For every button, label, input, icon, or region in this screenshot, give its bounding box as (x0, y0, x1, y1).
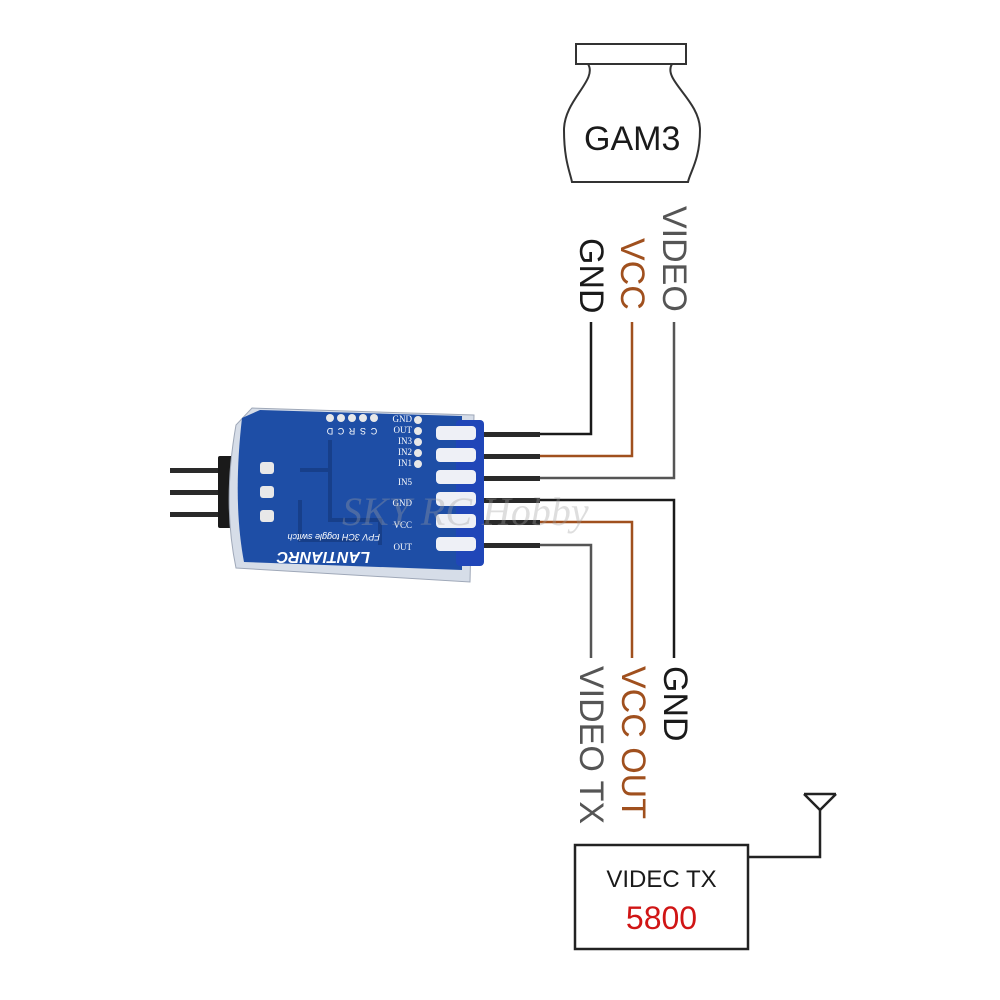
top-label-0: D (326, 426, 333, 436)
antenna-lead (748, 810, 822, 859)
pin-label-3: IN2 (398, 447, 412, 457)
antenna-icon (803, 792, 837, 811)
pin-label-1: OUT (394, 425, 413, 435)
pin-label-4: IN1 (398, 458, 412, 468)
camera-label: GAM3 (584, 120, 681, 158)
camera-outline (562, 43, 702, 183)
top-label-1: C (337, 426, 344, 436)
wire-tx-gnd (540, 498, 676, 658)
cam-gnd-label: GND (572, 238, 610, 314)
tx-frequency: 5800 (625, 900, 698, 936)
top-label-2: R (348, 426, 355, 436)
board-brand: LANTIANRC (276, 548, 370, 565)
top-label-4: C (370, 426, 377, 436)
pin-label-8: OUT (394, 542, 413, 552)
tx-vcc-out-label: VCC OUT (614, 666, 652, 819)
board-subtitle: FPV 3CH toggle switch (287, 532, 380, 542)
pin-label-5: IN5 (398, 477, 412, 487)
cam-vcc-label: VCC (613, 238, 651, 310)
pin-label-6: GND (393, 498, 413, 508)
top-label-3: S (360, 426, 366, 436)
tx-video-label: VIDEO TX (572, 666, 610, 825)
pin-label-2: IN3 (398, 436, 412, 446)
watermark: SKY RC Hobby (342, 489, 589, 534)
tx-gnd-label: GND (656, 666, 694, 742)
switch-board (228, 407, 484, 583)
wire-tx-video (540, 543, 593, 658)
wire-cam-video (540, 322, 676, 480)
right-header-pins (484, 432, 540, 548)
wire-cam-gnd (540, 322, 593, 436)
wire-cam-vcc (540, 322, 634, 458)
cam-video-label: VIDEO (655, 206, 693, 312)
pin-label-7: VCC (393, 520, 412, 530)
pin-label-0: GND (393, 414, 413, 424)
tx-box (573, 843, 750, 951)
wire-tx-vcc (540, 520, 634, 658)
tx-title: VIDEC TX (606, 866, 717, 893)
